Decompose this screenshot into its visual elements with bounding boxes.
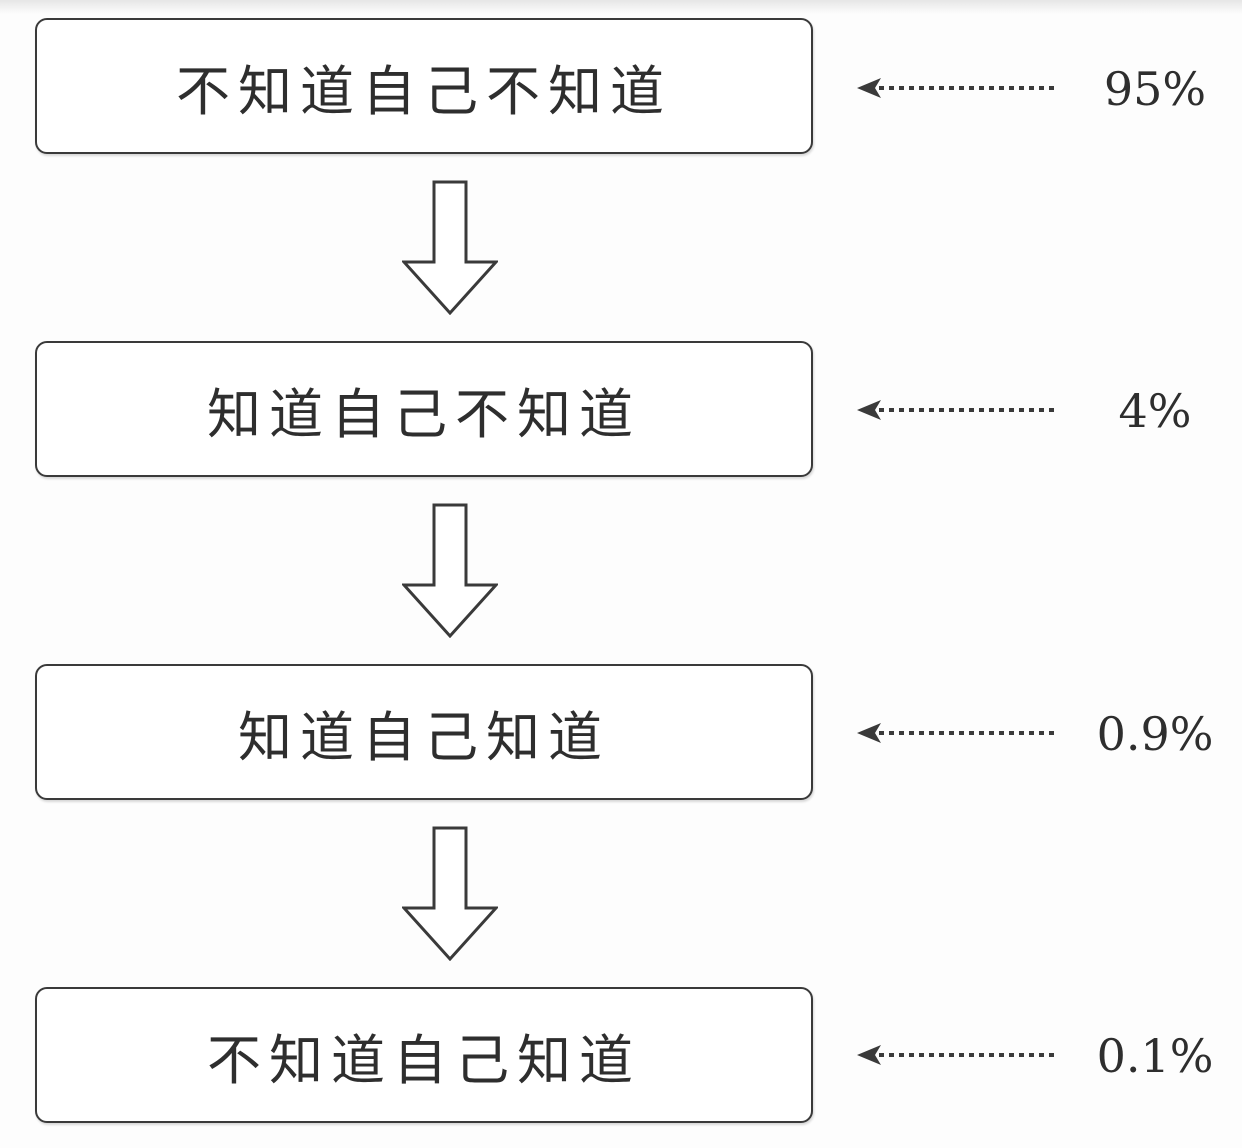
stage-label: 知道自己不知道 [207,382,641,446]
down-arrow-icon [402,826,498,961]
down-arrow-icon [402,180,498,315]
stage-label: 不知道自己不知道 [176,59,672,123]
dotted-left-arrow-icon [857,78,1059,98]
stage-percent-3: 0.9% [1096,707,1214,761]
top-edge-shade [0,0,1242,14]
stage-label: 不知道自己知道 [207,1028,641,1092]
down-arrow-icon [402,503,498,638]
stage-box-1: 不知道自己不知道 [35,18,813,154]
stage-box-2: 知道自己不知道 [35,341,813,477]
dotted-left-arrow-icon [857,400,1059,420]
stage-box-4: 不知道自己知道 [35,987,813,1123]
dotted-left-arrow-icon [857,723,1059,743]
stage-percent-2: 4% [1118,384,1192,438]
stage-label: 知道自己知道 [238,705,610,769]
dotted-left-arrow-icon [857,1045,1059,1065]
stage-percent-1: 95% [1103,62,1207,116]
stage-percent-4: 0.1% [1096,1029,1214,1083]
stage-box-3: 知道自己知道 [35,664,813,800]
